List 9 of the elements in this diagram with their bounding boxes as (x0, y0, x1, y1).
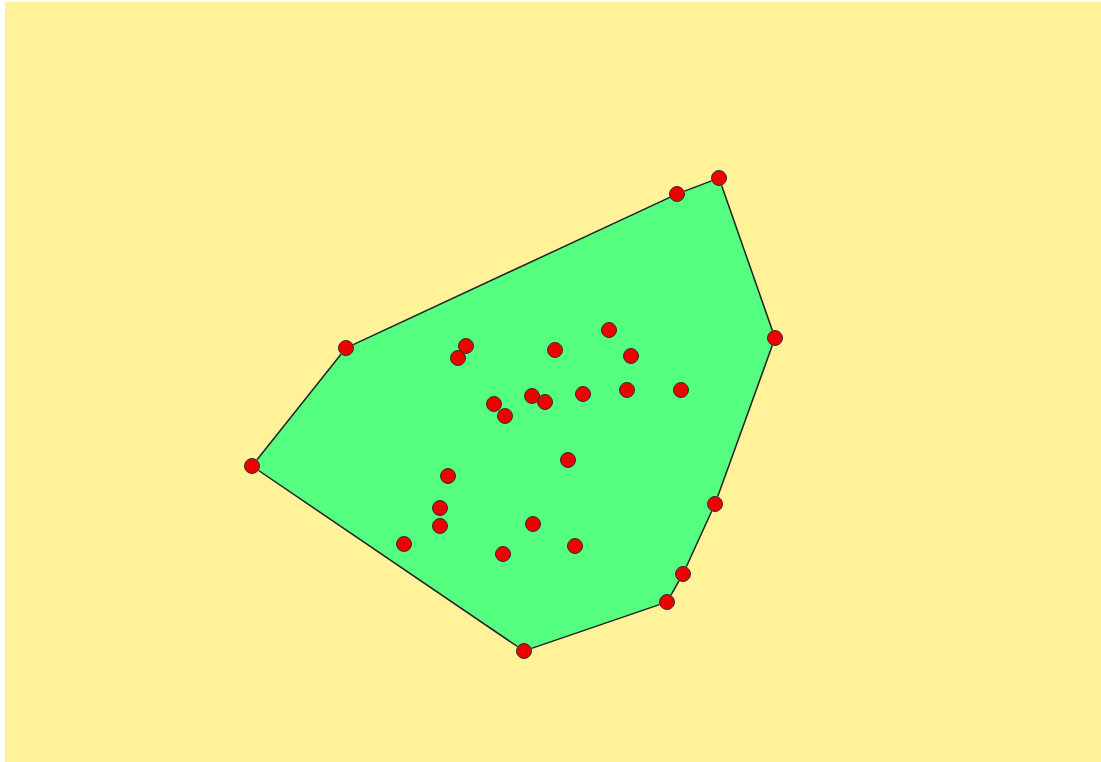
hull-edge (670, 580, 680, 596)
hull-edge (720, 184, 774, 332)
hull-edge (352, 196, 671, 346)
hull-edge (530, 603, 661, 650)
hull-edge (716, 344, 774, 498)
hull-edge (685, 510, 713, 568)
hull-edge (256, 353, 342, 461)
hull-edge (683, 180, 713, 192)
hull-edge (257, 469, 519, 648)
